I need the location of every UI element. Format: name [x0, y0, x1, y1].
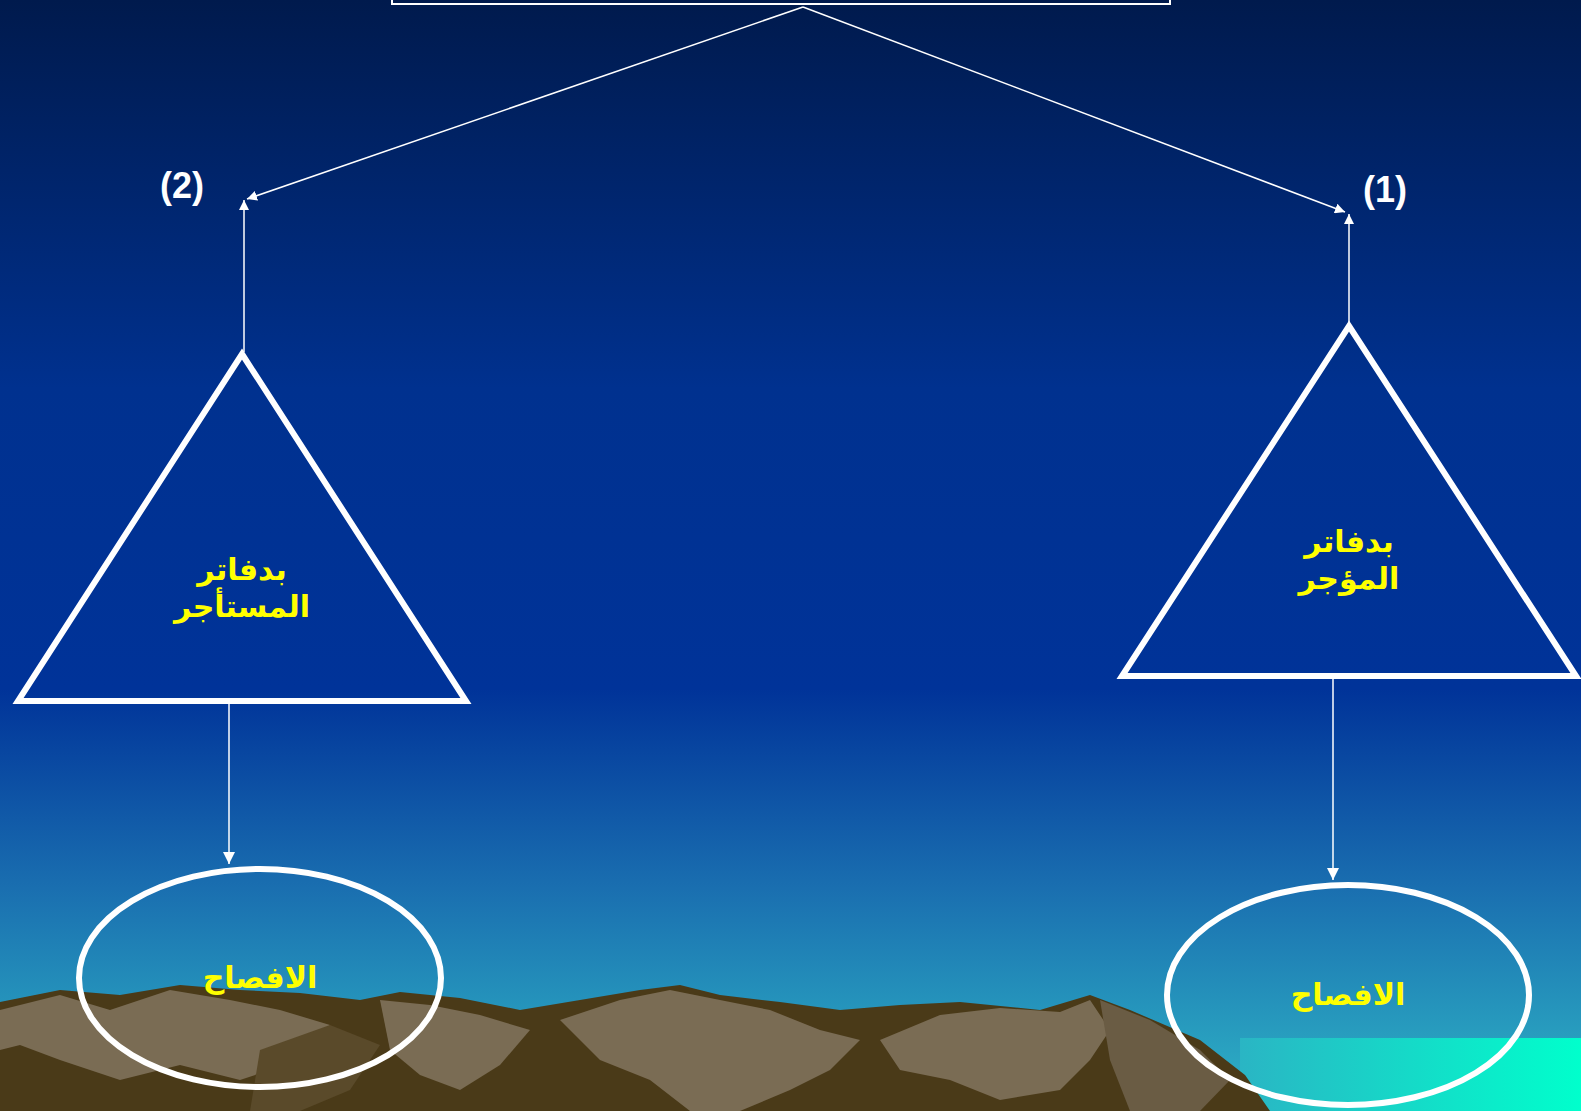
node-label: بدفاتر المؤجر: [1299, 523, 1400, 598]
disclosure-ellipse: الافصاح: [76, 866, 444, 1090]
triangle-outline: [1118, 322, 1580, 680]
flow-arrow: [1332, 678, 1334, 880]
flow-arrow: [228, 703, 230, 864]
triangle-outline: [14, 350, 470, 705]
node-label: الافصاح: [1291, 976, 1406, 1014]
callout-number: (2): [160, 168, 204, 204]
mountains: [0, 985, 1270, 1111]
lessee-triangle: بدفاتر المستأجر: [14, 350, 470, 705]
branch-lines: [244, 7, 1349, 352]
callout-number: (1): [1363, 172, 1407, 208]
node-label: الافصاح: [203, 959, 318, 997]
disclosure-ellipse: الافصاح: [1164, 882, 1532, 1108]
title-box: [392, 0, 1170, 4]
lessor-triangle: بدفاتر المؤجر: [1118, 322, 1580, 680]
node-label: بدفاتر المستأجر: [174, 551, 310, 626]
